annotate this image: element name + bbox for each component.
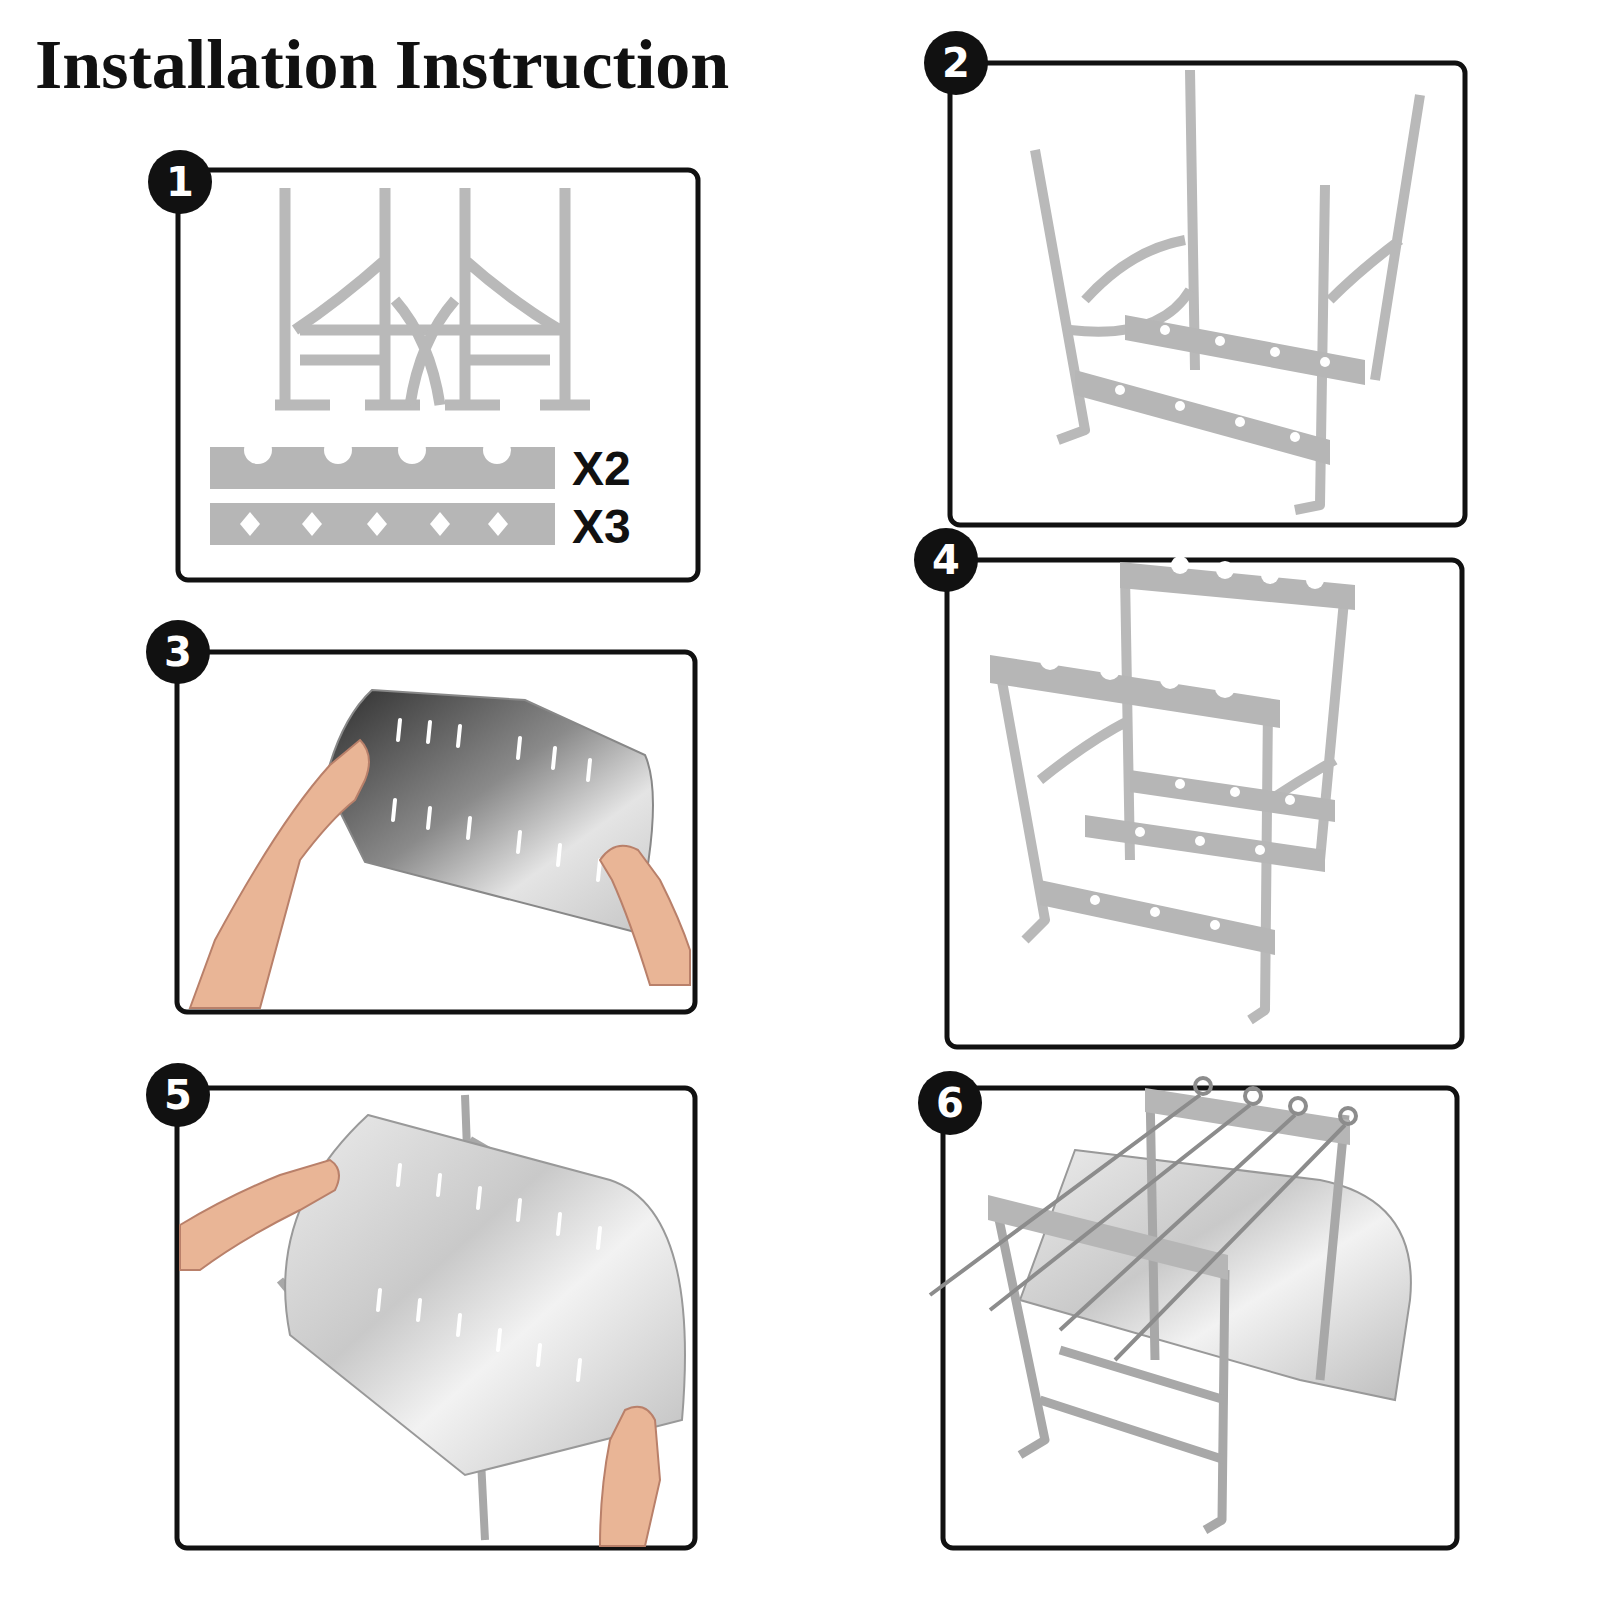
callout-text: 3 [164,632,192,672]
diamond-bar [1040,770,1335,955]
frame-parts [275,188,590,410]
callout-number: 4 [914,528,978,592]
wind-shield-sheet [325,690,653,932]
callout-number: 6 [918,1071,982,1135]
title: Installation Instruction [35,30,729,100]
notched-bar [210,436,555,489]
frame-assembly [1035,70,1420,510]
callout-number: 3 [146,620,210,684]
hand [190,740,690,1008]
callout-text: 4 [932,540,960,580]
panel-frame [177,63,1465,1548]
frame-assembly [1000,575,1345,1020]
frame-assembly [995,1090,1345,1530]
diamond-bar [210,503,555,545]
hand [180,1160,660,1546]
callout-text: 1 [166,162,194,202]
callout-text: 2 [942,43,970,83]
diamond-bar [1075,315,1365,465]
callout-text: 5 [164,1075,192,1115]
callout-number: 5 [146,1063,210,1127]
callout-number: 1 [148,150,212,214]
skewer [930,1078,1356,1360]
quantity-label: X3 [572,503,631,551]
callout-text: 6 [936,1083,964,1123]
notched-bar [990,556,1355,728]
quantity-label: X2 [572,445,631,493]
callout-number: 2 [924,31,988,95]
